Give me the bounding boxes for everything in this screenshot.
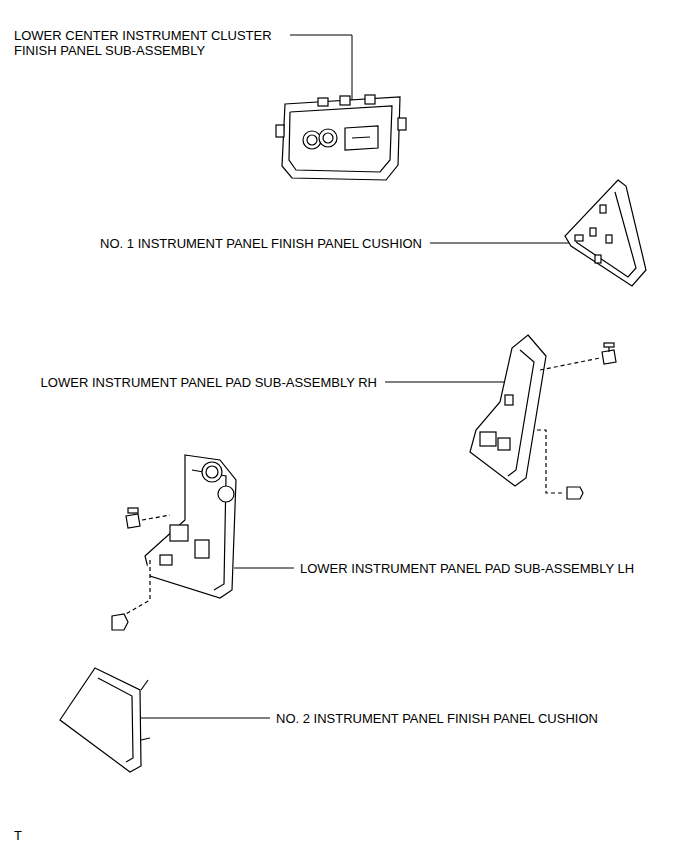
finish-panel-drawing	[276, 95, 406, 180]
part-label: T	[14, 828, 22, 843]
part-label: LOWER CENTER INSTRUMENT CLUSTER FINISH P…	[14, 28, 294, 58]
screw-and-clip-lh	[112, 508, 170, 630]
screw-and-clip-rh	[537, 343, 616, 499]
cushion-drawing	[565, 180, 646, 286]
part-label: NO. 1 INSTRUMENT PANEL FINISH PANEL CUSH…	[100, 236, 422, 251]
part-label: NO. 2 INSTRUMENT PANEL FINISH PANEL CUSH…	[276, 711, 598, 726]
part-label: LOWER INSTRUMENT PANEL PAD SUB-ASSEMBLY …	[41, 375, 377, 390]
part-label: LOWER INSTRUMENT PANEL PAD SUB-ASSEMBLY …	[300, 561, 634, 576]
cushion-2-drawing	[60, 668, 150, 772]
lh-pad-drawing	[145, 455, 236, 598]
rh-pad-drawing	[470, 335, 546, 486]
